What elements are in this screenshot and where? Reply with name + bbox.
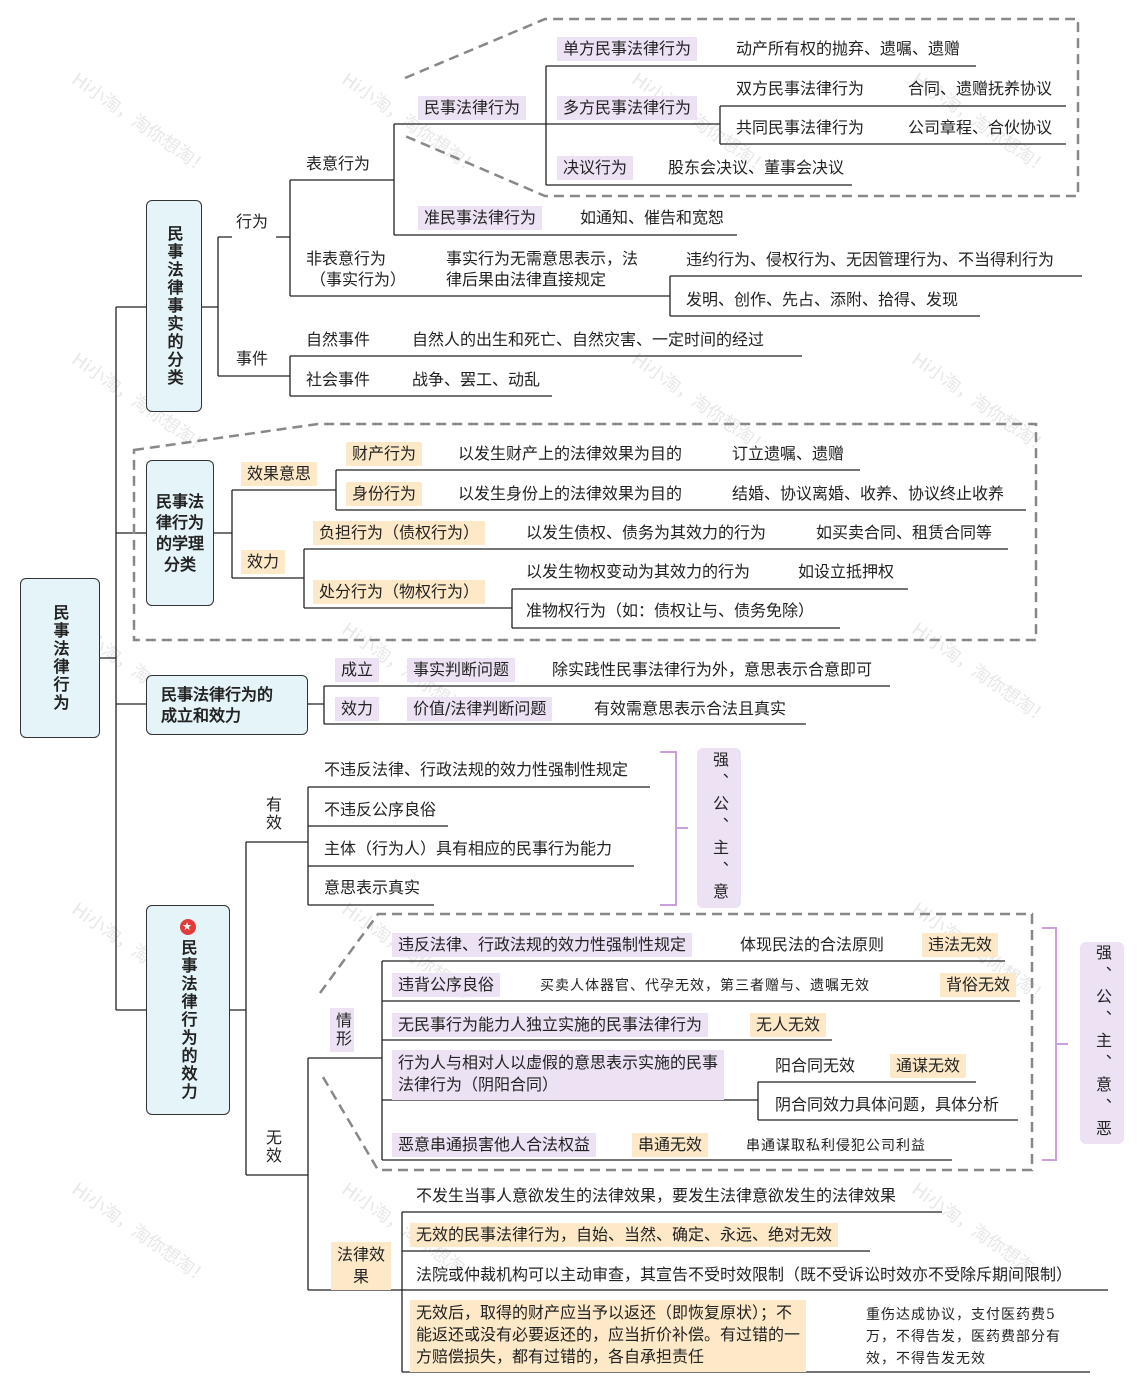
section-title: 民事法律行为的效力 — [178, 939, 198, 1101]
node-legal-effect: 法律效果 — [331, 1242, 391, 1290]
node-joint-example: 公司章程、合伙协议 — [908, 118, 1053, 137]
node-non-expressive: 非表意行为 — [306, 249, 387, 268]
node-validity: 效力 — [335, 697, 380, 721]
node-invalid-2: 违背公序良俗 — [392, 973, 501, 997]
node-unilateral-example: 动产所有权的抛弃、遗嘱、遗赠 — [736, 39, 961, 58]
node-invalid-5-tag: 串通无效 — [632, 1133, 709, 1157]
node-intent: 效果意思 — [241, 462, 318, 486]
node-disposal-act: 处分行为（物权行为） — [313, 580, 486, 604]
node-invalid-5-note: 串通谋取私利侵犯公司利益 — [746, 1138, 926, 1154]
node-quasi-real-act: 准物权行为（如：债权让与、债务免除） — [526, 601, 815, 620]
node-social-event: 社会事件 — [306, 370, 371, 389]
node-unilateral: 单方民事法律行为 — [557, 37, 698, 61]
node-multilateral: 多方民事法律行为 — [557, 96, 698, 120]
node-event: 事件 — [236, 349, 269, 368]
node-invalid-4-line-1: 行为人与相对人以虚假的意思表示实施的民事 — [398, 1053, 719, 1072]
node-factual-desc-1: 事实行为无需意思表示，法 — [446, 249, 639, 268]
node-validity-desc: 有效需意思表示合法且真实 — [594, 699, 787, 718]
node-invalid-4-tag: 通谋无效 — [890, 1054, 967, 1078]
node-joint: 共同民事法律行为 — [736, 118, 865, 137]
node-factual-example-2: 发明、创作、先占、添附、拾得、发现 — [686, 290, 959, 309]
node-status-example: 结婚、协议离婚、收养、协议终止收养 — [732, 484, 1005, 503]
node-invalid-1-tag: 违法无效 — [922, 933, 999, 957]
section-title: 民事法律事实的分类 — [164, 225, 184, 387]
note-line-3: 效，不得告发无效 — [866, 1351, 986, 1367]
node-bilateral-example: 合同、遗赠抚养协议 — [908, 79, 1053, 98]
node-valid-cond-2: 不违反公序良俗 — [324, 800, 437, 819]
node-xingwei: 行为 — [236, 212, 269, 231]
node-social-example: 战争、罢工、动乱 — [412, 370, 541, 389]
node-invalid-4: 行为人与相对人以虚假的意思表示实施的民事 法律行为（阴阳合同） — [392, 1050, 725, 1100]
node-effect: 效力 — [241, 550, 286, 574]
node-effect-4-line-3: 方赔偿损失，都有过错的，各自承担责任 — [416, 1347, 705, 1366]
root-label: 民事法律行为 — [50, 604, 70, 712]
node-effect-1: 不发生当事人意欲发生的法律效果，要发生法律意欲发生的法律效果 — [416, 1186, 897, 1205]
node-quasi-example: 如通知、催告和宽恕 — [580, 208, 725, 227]
node-civil-juristic-act: 民事法律行为 — [418, 96, 527, 120]
node-disposal-desc: 以发生物权变动为其效力的行为 — [526, 562, 751, 581]
node-effect-4-note: 重伤达成协议，支付医药费5 万，不得告发，医药费部分有 效，不得告发无效 — [866, 1304, 1061, 1370]
node-yang-contract: 阳合同无效 — [775, 1056, 856, 1075]
node-natural-event: 自然事件 — [306, 330, 371, 349]
section-validity: ★ 民事法律行为的效力 — [146, 905, 230, 1115]
node-formation: 成立 — [335, 658, 380, 682]
mnemonic-invalid: 强、公、主、意、恶 — [1080, 942, 1124, 1144]
node-effect-2: 无效的民事法律行为，自始、当然、确定、永远、绝对无效 — [410, 1223, 839, 1247]
node-invalid-2-note: 买卖人体器官、代孕无效，第三者赠与、遗嘱无效 — [540, 978, 870, 994]
node-circumstances: 情形 — [330, 1008, 354, 1052]
node-resolution: 决议行为 — [557, 156, 634, 180]
node-obligatory-act: 负担行为（债权行为） — [313, 521, 486, 545]
node-quasi-act: 准民事法律行为 — [418, 206, 543, 230]
node-property-example: 订立遗嘱、遗赠 — [732, 444, 845, 463]
node-effect-4-line-2: 能返还或没有必要返还的，应当折价补偿。有过错的一 — [416, 1325, 801, 1344]
node-property-act: 财产行为 — [346, 442, 423, 466]
section-title: 民事法律行为的学理分类 — [155, 492, 204, 574]
node-factual-act: （事实行为） — [310, 270, 407, 289]
node-invalid-1: 违反法律、行政法规的效力性强制性规定 — [392, 933, 693, 957]
node-invalid-3-tag: 无人无效 — [750, 1013, 827, 1037]
node-value-judgment: 价值/法律判断问题 — [407, 697, 553, 721]
node-fact-judgment: 事实判断问题 — [407, 658, 516, 682]
node-effect-4: 无效后，取得的财产应当予以返还（即恢复原状）；不 能返还或没有必要返还的，应当折… — [410, 1300, 807, 1372]
star-icon: ★ — [180, 919, 196, 935]
node-invalid-2-tag: 背俗无效 — [940, 973, 1017, 997]
node-valid: 有效 — [263, 796, 282, 832]
section-fact-classification: 民事法律事实的分类 — [146, 200, 202, 412]
node-natural-example: 自然人的出生和死亡、自然灾害、一定时间的经过 — [412, 330, 765, 349]
note-line-1: 重伤达成协议，支付医药费5 — [866, 1307, 1056, 1323]
node-effect-4-line-1: 无效后，取得的财产应当予以返还（即恢复原状）；不 — [416, 1303, 793, 1322]
root-node: 民事法律行为 — [20, 578, 100, 738]
node-formation-desc: 除实践性民事法律行为外，意思表示合意即可 — [552, 660, 873, 679]
node-obligatory-desc: 以发生债权、债务为其效力的行为 — [526, 523, 767, 542]
node-valid-cond-4: 意思表示真实 — [324, 878, 421, 897]
section-title-line-1: 民事法律行为的 — [161, 685, 274, 704]
node-status-act: 身份行为 — [346, 482, 423, 506]
node-valid-cond-3: 主体（行为人）具有相应的民事行为能力 — [324, 839, 613, 858]
mnemonic-valid: 强、公、主、意 — [697, 748, 741, 908]
node-invalid: 无效 — [263, 1129, 282, 1165]
node-factual-desc-2: 律后果由法律直接规定 — [446, 270, 607, 289]
node-invalid-1-desc: 体现民法的合法原则 — [740, 935, 885, 954]
note-line-2: 万，不得告发，医药费部分有 — [866, 1329, 1061, 1345]
node-obligatory-example: 如买卖合同、租赁合同等 — [816, 523, 993, 542]
node-invalid-5: 恶意串通损害他人合法权益 — [392, 1133, 597, 1157]
node-status-desc: 以发生身份上的法律效果为目的 — [458, 484, 683, 503]
section-formation-effect: 民事法律行为的 成立和效力 — [146, 675, 308, 735]
node-yin-contract: 阴合同效力具体问题，具体分析 — [775, 1095, 1000, 1114]
section-theoretical-classification: 民事法律行为的学理分类 — [146, 460, 214, 606]
node-bilateral: 双方民事法律行为 — [736, 79, 865, 98]
section-title-line-2: 成立和效力 — [161, 706, 242, 725]
node-property-desc: 以发生财产上的法律效果为目的 — [458, 444, 683, 463]
node-factual-example-1: 违约行为、侵权行为、无因管理行为、不当得利行为 — [686, 250, 1055, 269]
node-invalid-3: 无民事行为能力人独立实施的民事法律行为 — [392, 1013, 709, 1037]
node-biaoyi: 表意行为 — [306, 154, 371, 173]
node-valid-cond-1: 不违反法律、行政法规的效力性强制性规定 — [324, 760, 629, 779]
node-disposal-example: 如设立抵押权 — [798, 562, 895, 581]
node-invalid-4-line-2: 法律行为（阴阳合同） — [398, 1075, 559, 1094]
node-effect-3: 法院或仲裁机构可以主动审查，其宣告不受时效限制（既不受诉讼时效亦不受除斥期间限制… — [416, 1265, 1073, 1284]
node-resolution-example: 股东会决议、董事会决议 — [668, 158, 845, 177]
